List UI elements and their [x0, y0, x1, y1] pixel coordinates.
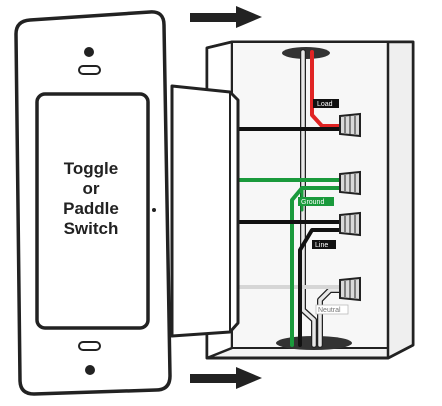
mounting-slot: [78, 65, 101, 75]
wire-nut-icon: [339, 276, 361, 302]
screw-icon: [84, 47, 94, 57]
arrow-right-icon: [190, 367, 262, 389]
switch-label: Toggle or Paddle Switch: [63, 159, 119, 238]
ground-label-text: Ground: [301, 199, 324, 206]
line-label-text: Line: [315, 242, 328, 249]
arrow-right-icon: [190, 6, 262, 28]
neutral-label: Neutral: [315, 304, 349, 315]
ground-label: Ground: [298, 197, 334, 206]
switch-label-line1: Toggle: [64, 159, 118, 178]
line-wire: [298, 228, 348, 347]
wire-nut-icon: [339, 211, 361, 237]
switch-body: [170, 84, 240, 338]
load-label-text: Load: [317, 101, 333, 108]
switch-paddle: [35, 92, 150, 330]
mounting-slot: [78, 341, 101, 351]
switch-label-line2: or: [83, 179, 100, 198]
screw-icon: [85, 365, 95, 375]
switch-label-line4: Switch: [64, 219, 119, 238]
wire-nut-icon: [339, 112, 361, 138]
switch-label-line3: Paddle: [63, 199, 119, 218]
wires: [236, 49, 348, 348]
ground-wire-feed: [290, 186, 348, 347]
wire-nut-icon: [339, 170, 361, 196]
wall-plate: [14, 10, 172, 396]
load-label: Load: [313, 99, 339, 108]
load-wire: [310, 50, 348, 128]
line-label: Line: [312, 240, 336, 249]
neutral-label-text: Neutral: [318, 307, 341, 314]
